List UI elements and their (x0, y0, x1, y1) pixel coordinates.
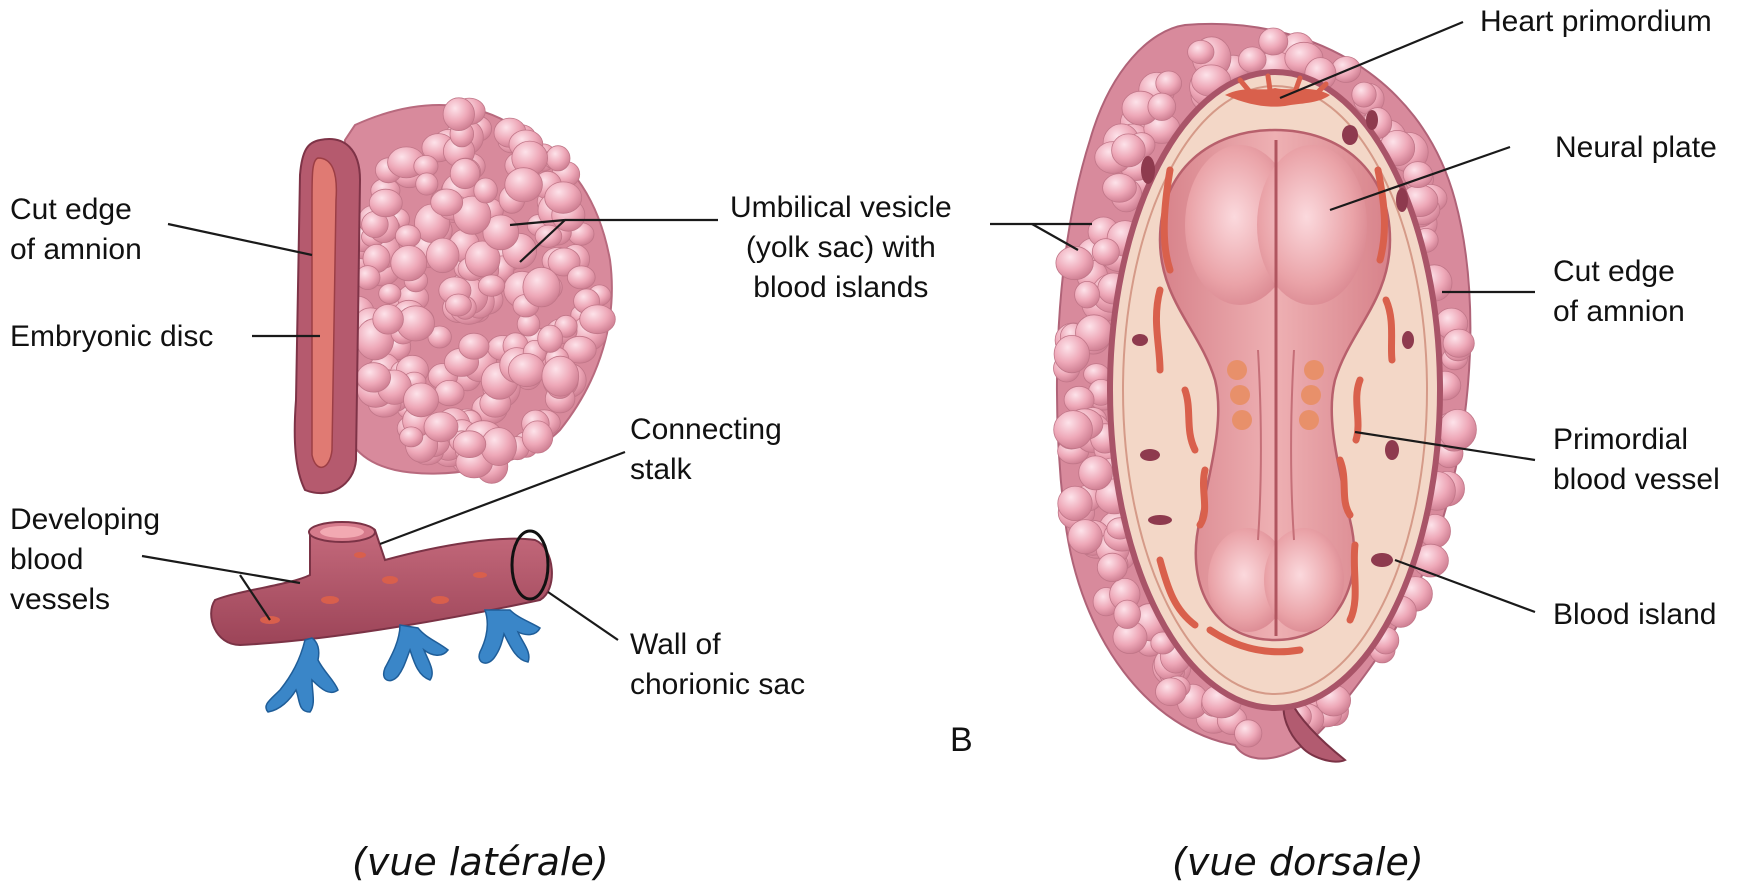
label-connecting-stalk: Connecting stalk (630, 410, 782, 490)
bubble (426, 238, 459, 273)
label-line: Cut edge (10, 190, 142, 230)
bubble (1079, 456, 1113, 490)
embryonic-disc-left (312, 158, 336, 467)
bubble (357, 363, 391, 392)
bubble (1156, 678, 1187, 706)
label-line: Cut edge (1553, 252, 1685, 292)
bubble (443, 98, 474, 131)
label-primordial-blood-vessel: Primordial blood vessel (1553, 420, 1720, 500)
bubble (1235, 720, 1262, 747)
label-line: Connecting (630, 410, 782, 450)
label-cut-edge-amnion-left: Cut edge of amnion (10, 190, 142, 270)
bubble (1239, 47, 1267, 73)
bubble (1188, 40, 1214, 63)
label-line: stalk (630, 450, 782, 490)
bubble (545, 182, 582, 213)
bubble (523, 267, 560, 307)
label-line: B (950, 720, 973, 760)
caption-dorsal-view: (vue dorsale) (1172, 840, 1424, 884)
bubble (416, 173, 438, 195)
bubble (474, 178, 498, 203)
bubble (1148, 93, 1176, 120)
caption-lateral-view: (vue latérale) (352, 840, 609, 884)
label-line: Wall of (630, 625, 805, 665)
bubble (478, 275, 504, 297)
bubble (445, 294, 471, 316)
bubble (505, 168, 543, 202)
bubble (1092, 239, 1119, 266)
bubble (424, 412, 458, 442)
bubble (508, 354, 545, 387)
label-cut-edge-amnion-right: Cut edge of amnion (1553, 252, 1685, 332)
bubble (1156, 71, 1182, 96)
bubble (1054, 335, 1089, 372)
bubble (1259, 28, 1288, 55)
bubble (1075, 281, 1100, 308)
bubble (395, 225, 420, 248)
label-line: blood islands (730, 268, 952, 308)
label-line: of amnion (10, 230, 142, 270)
label-line: Primordial (1553, 420, 1720, 460)
lateral-view-illustration (211, 98, 615, 712)
bubble (1054, 411, 1093, 449)
label-line: vessels (10, 580, 160, 620)
label-line: Developing (10, 500, 160, 540)
bubble (542, 356, 579, 396)
bubble (1058, 486, 1092, 520)
bubble (580, 305, 616, 334)
label-line: Blood island (1553, 595, 1716, 635)
label-heart-primordium: Heart primordium (1480, 2, 1712, 42)
label-line: Umbilical vesicle (730, 188, 952, 228)
label-wall-chorionic-sac: Wall of chorionic sac (630, 625, 805, 705)
label-line: of amnion (1553, 292, 1685, 332)
bubble (1103, 174, 1137, 203)
bubble (1068, 520, 1102, 554)
label-line: blood (10, 540, 160, 580)
bubble (459, 333, 489, 359)
label-embryonic-disc: Embryonic disc (10, 317, 213, 357)
bubble (1439, 409, 1477, 449)
dorsal-view-illustration (1054, 24, 1477, 762)
bubble (522, 421, 553, 453)
bubble (379, 284, 401, 304)
bubble (567, 266, 595, 289)
label-neural-plate: Neural plate (1555, 128, 1717, 168)
bubble (400, 427, 423, 447)
label-line: chorionic sac (630, 665, 805, 705)
bubble (546, 146, 570, 171)
bubble (404, 383, 439, 417)
bubble (369, 189, 402, 217)
label-line: Neural plate (1555, 128, 1717, 168)
label-developing-blood-vessels: Developing blood vessels (10, 500, 160, 620)
label-blood-island: Blood island (1553, 595, 1716, 635)
bubble (1112, 134, 1146, 167)
label-line: Heart primordium (1480, 2, 1712, 42)
label-line: blood vessel (1553, 460, 1720, 500)
bubble (481, 428, 517, 466)
label-line: Embryonic disc (10, 317, 213, 357)
label-umbilical-vesicle: Umbilical vesicle (yolk sac) with blood … (730, 188, 952, 308)
bubble (435, 380, 464, 405)
bubble (1056, 246, 1093, 279)
bubble (538, 325, 563, 352)
bubble (1097, 553, 1127, 581)
bubble (453, 431, 486, 458)
bubble (391, 246, 427, 281)
bubble (431, 189, 463, 216)
bubble (1443, 329, 1474, 357)
panel-letter-b: B (950, 720, 973, 760)
bubble (1114, 600, 1141, 628)
bubble (373, 305, 404, 335)
label-line: (yolk sac) with (730, 228, 952, 268)
bubble (1352, 82, 1376, 107)
